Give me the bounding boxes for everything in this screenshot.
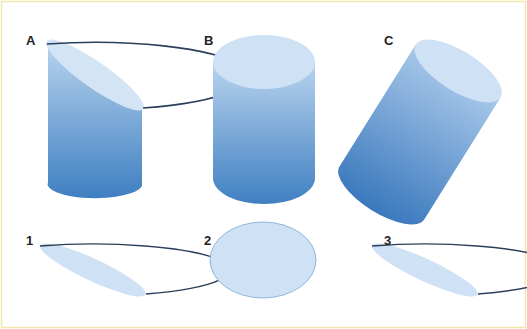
cylinder-b	[213, 35, 315, 204]
figure-letter: B	[204, 34, 213, 47]
cross-section-3	[368, 236, 527, 305]
ellipse-section	[36, 236, 150, 305]
figure-number: 2	[204, 234, 211, 247]
circular-cut-face	[213, 35, 315, 89]
section-edge	[372, 244, 527, 294]
cross-section-1	[36, 236, 230, 305]
circle-section	[210, 222, 316, 298]
figure-number: 1	[26, 234, 33, 247]
tilted-cut-face	[405, 27, 511, 114]
figure-letter: C	[384, 34, 393, 47]
figure-number: 3	[384, 234, 391, 247]
cylinder-c	[329, 27, 511, 236]
section-edge	[40, 244, 230, 294]
figure-letter: A	[26, 34, 35, 47]
